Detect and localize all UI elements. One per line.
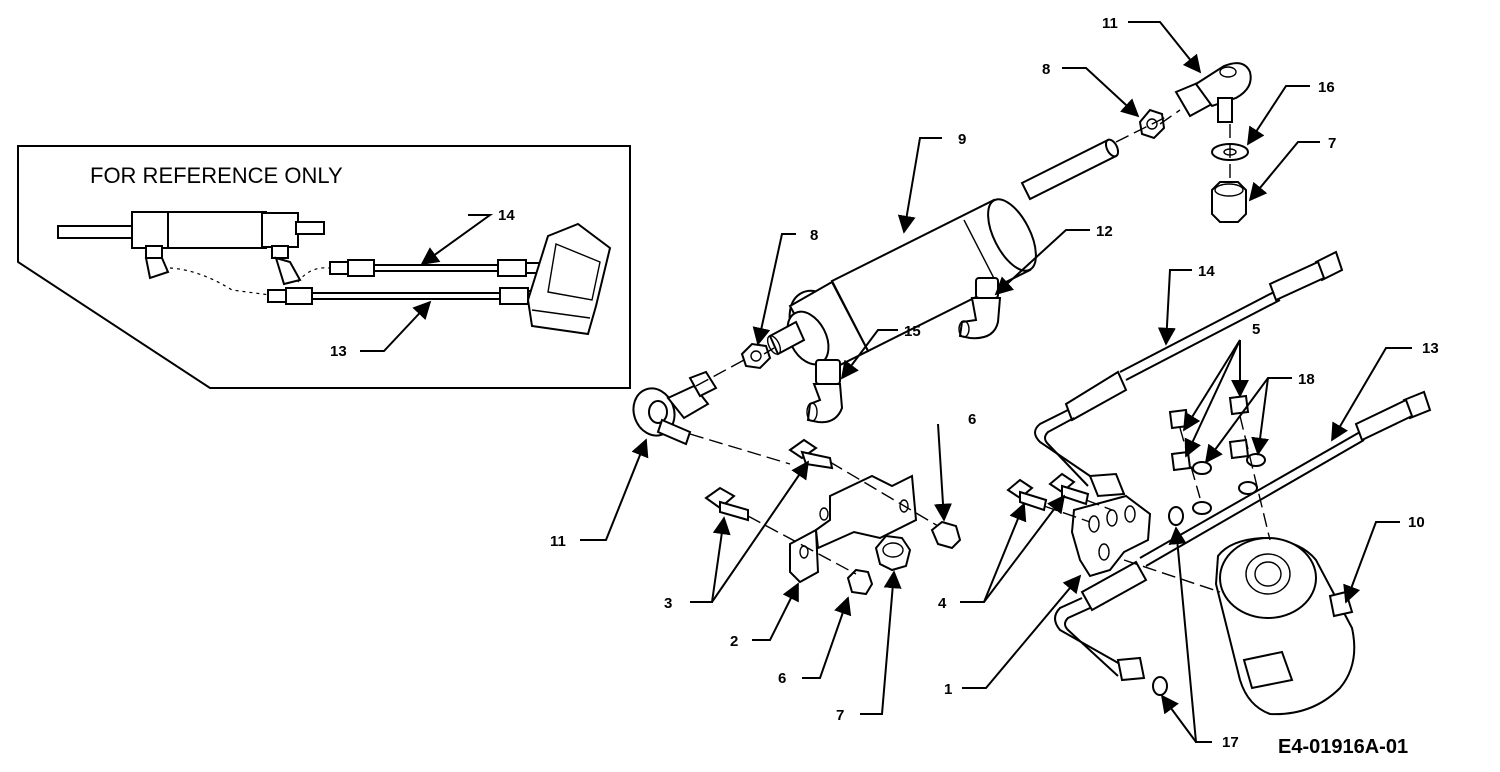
callout-11-left: 11 — [550, 438, 649, 550]
callout-13-inset-label: 13 — [330, 343, 347, 360]
callout-13-main: 13 — [1331, 340, 1439, 442]
lock-nut-6-right — [930, 520, 962, 550]
callout-6-right: 6 — [934, 411, 976, 522]
hydraulic-cylinder-part — [766, 138, 1120, 374]
callout-14-main: 14 — [1157, 263, 1215, 346]
callout-13-inset: 13 — [330, 300, 432, 360]
callout-18-label: 18 — [1298, 371, 1315, 388]
callout-8-top: 8 — [1042, 61, 1140, 118]
bolt-4-b — [1048, 472, 1090, 506]
rod-end-11-left — [632, 370, 718, 446]
callout-7-lower: 7 — [836, 570, 902, 724]
callout-6-left-label: 6 — [778, 670, 786, 687]
o-ring-17-group — [1152, 506, 1184, 696]
callout-4-label: 4 — [938, 595, 947, 612]
callout-8-left-label: 8 — [810, 227, 818, 244]
callout-4: 4 — [938, 494, 1066, 612]
callout-7-lower-label: 7 — [836, 707, 844, 724]
callout-10-label: 10 — [1408, 514, 1425, 531]
lock-nut-6-left — [846, 568, 874, 596]
callout-3: 3 — [664, 460, 810, 612]
callout-15-label: 15 — [904, 323, 921, 340]
callout-13-main-label: 13 — [1422, 340, 1439, 357]
callout-9-label: 9 — [958, 131, 966, 148]
bolt-3-upper — [788, 438, 834, 470]
callout-12: 12 — [994, 223, 1113, 296]
callout-7-top-label: 7 — [1328, 135, 1336, 152]
callout-11-top: 11 — [1102, 15, 1202, 74]
spacer-plate-1 — [1070, 494, 1152, 578]
callout-16-label: 16 — [1318, 79, 1335, 96]
callout-9: 9 — [897, 131, 966, 234]
steering-valve-10 — [1214, 536, 1356, 716]
washer-18-group — [1192, 453, 1266, 515]
callout-11-top-label: 11 — [1102, 15, 1118, 32]
flange-nut-7-lower — [874, 534, 912, 572]
callout-16: 16 — [1247, 79, 1335, 146]
bolt-4-a — [1006, 478, 1048, 512]
callout-17-label: 17 — [1222, 734, 1239, 751]
callout-7-top: 7 — [1248, 135, 1336, 202]
drawing-id: E4-01916A-01 — [1278, 736, 1408, 758]
mounting-bracket-2 — [789, 474, 918, 584]
inset-hose-14 — [329, 259, 543, 277]
reference-frame — [17, 145, 631, 389]
callout-5: 5 — [1183, 321, 1260, 458]
assembly-centerlines — [689, 109, 1271, 593]
rod-end-11-right — [1174, 62, 1252, 123]
reference-inset: FOR REFERENCE ONLY — [17, 145, 631, 389]
callout-14-inset: 14 — [420, 207, 515, 266]
callout-8-left: 8 — [752, 227, 818, 346]
callout-10: 10 — [1343, 514, 1425, 604]
elbow-fitting-12 — [958, 277, 1002, 340]
callout-11-left-label: 11 — [550, 533, 566, 550]
flange-nut-7-top — [1211, 181, 1247, 223]
callout-2: 2 — [730, 582, 799, 650]
inset-cylinder — [57, 211, 325, 286]
callout-1: 1 — [944, 574, 1082, 698]
callout-6-right-label: 6 — [968, 411, 976, 428]
hose-14 — [1034, 250, 1344, 498]
callout-15: 15 — [840, 323, 921, 380]
callout-14-inset-label: 14 — [498, 207, 515, 224]
inset-steering-valve — [526, 222, 612, 336]
callout-6-left: 6 — [778, 596, 852, 687]
callout-18: 18 — [1204, 371, 1315, 464]
reference-title: FOR REFERENCE ONLY — [90, 163, 343, 188]
callout-3-label: 3 — [664, 595, 672, 612]
elbow-fitting-15 — [806, 359, 844, 424]
callout-2-label: 2 — [730, 633, 738, 650]
inset-dashed-route — [169, 267, 271, 296]
bolt-3-lower — [704, 486, 749, 522]
inset-hose-13 — [267, 287, 545, 305]
hex-nut-8-left — [740, 342, 772, 370]
callout-14-main-label: 14 — [1198, 263, 1215, 280]
callout-1-label: 1 — [944, 681, 952, 698]
callout-8-top-label: 8 — [1042, 61, 1050, 78]
callout-5-label: 5 — [1252, 321, 1260, 338]
callout-12-label: 12 — [1096, 223, 1113, 240]
callout-17: 17 — [1160, 526, 1239, 751]
